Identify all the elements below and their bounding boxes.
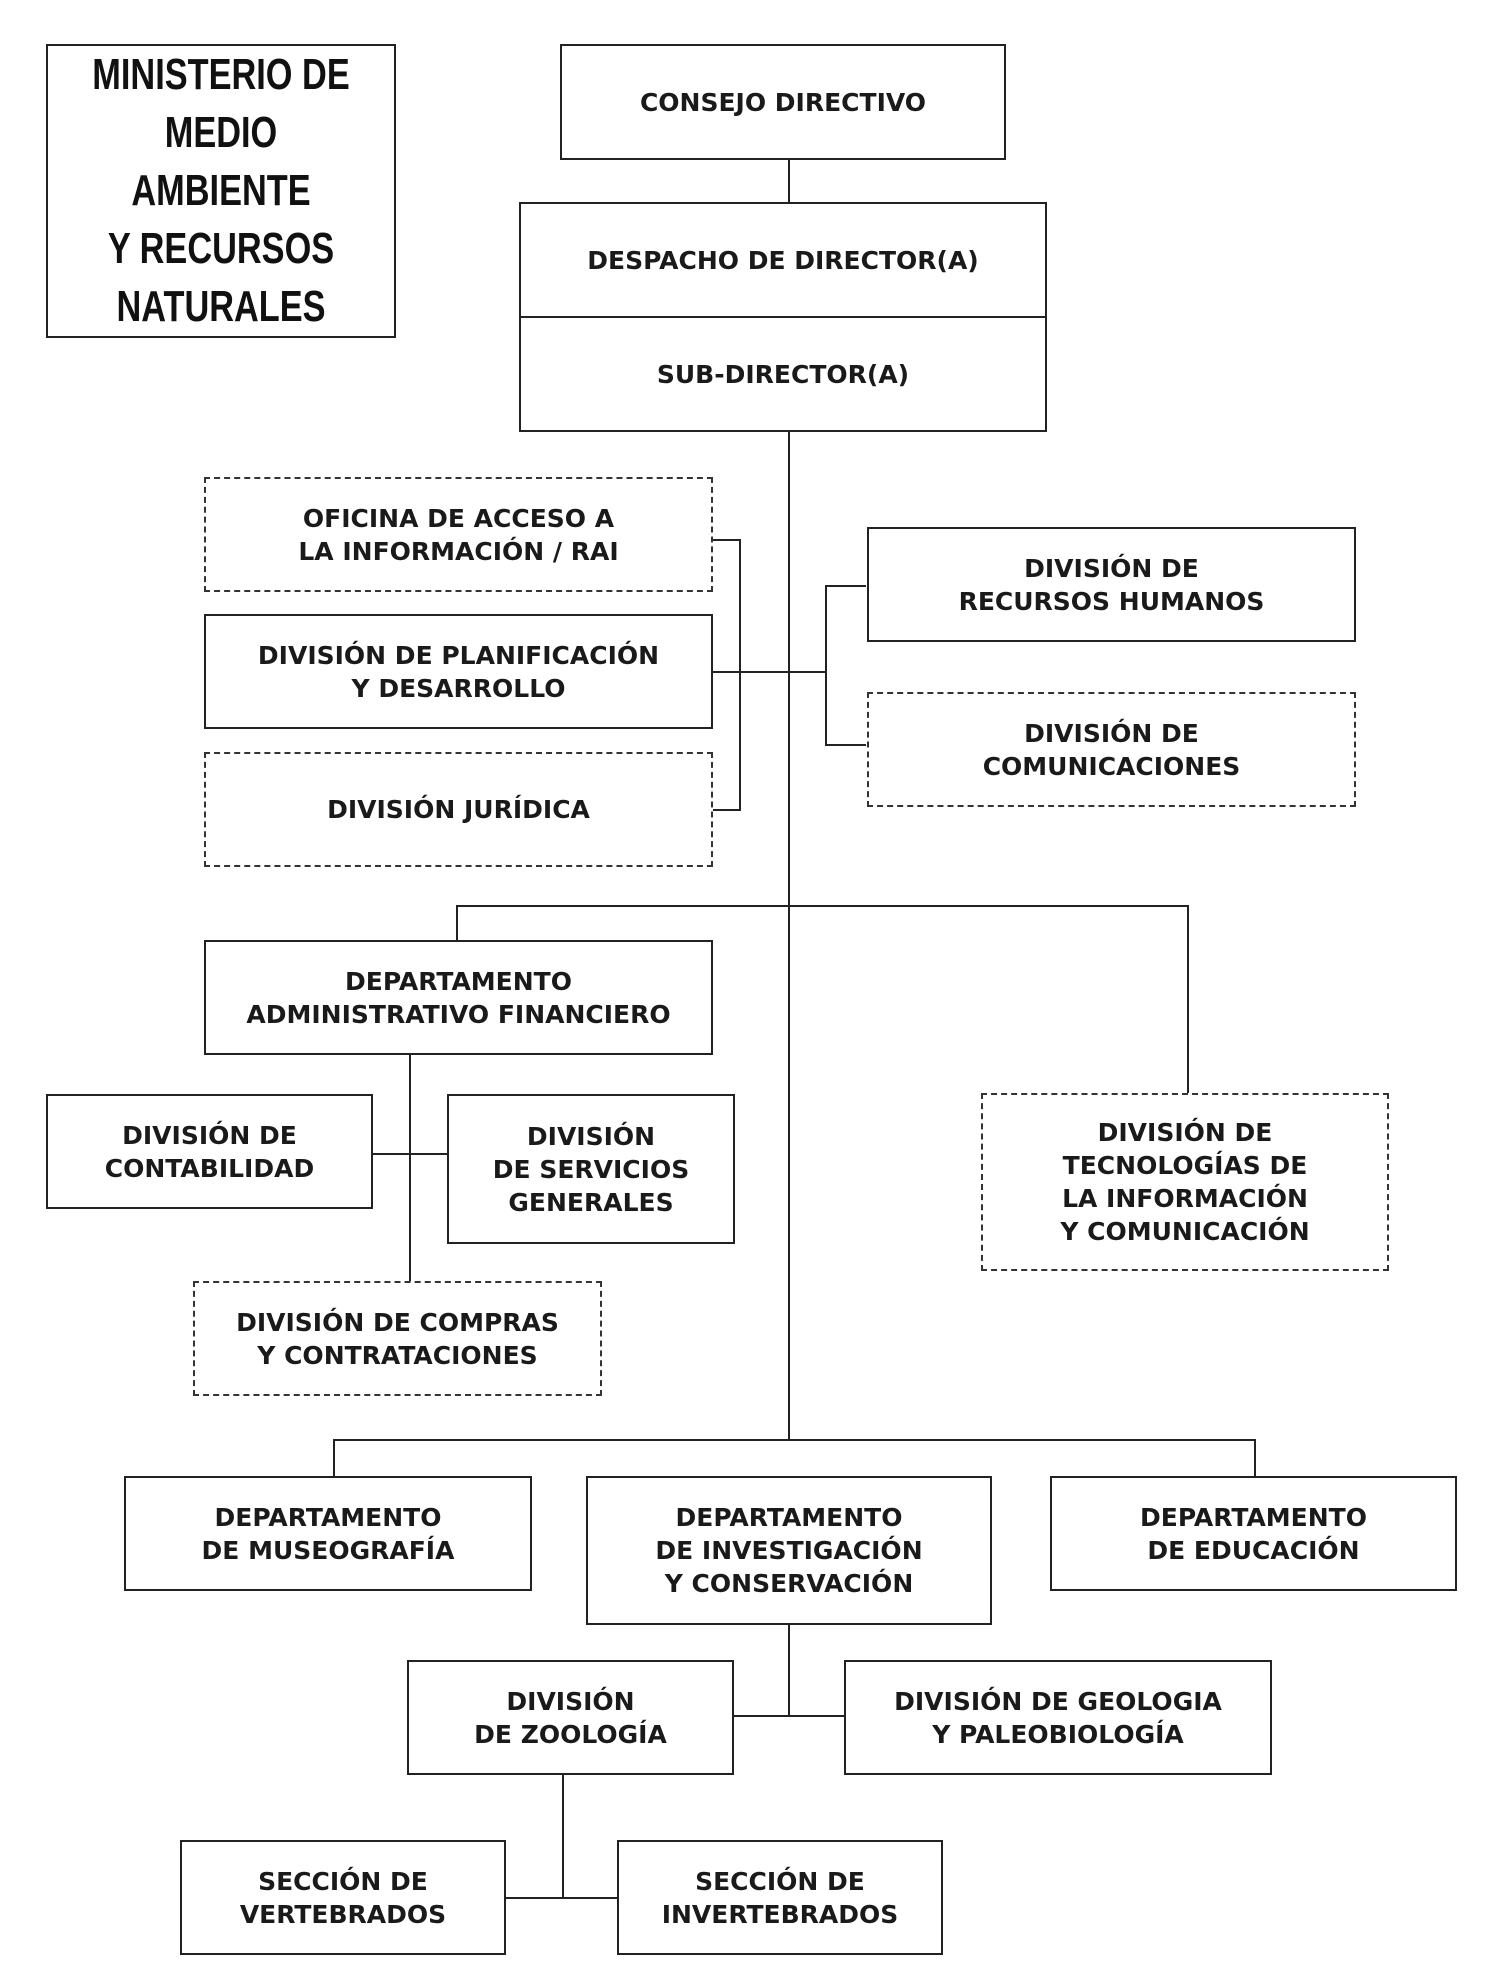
division-planificacion-box: DIVISIÓN DE PLANIFICACIÓN Y DESARROLLO bbox=[204, 614, 713, 729]
division-contabilidad-box: DIVISIÓN DE CONTABILIDAD bbox=[46, 1094, 373, 1209]
consejo-directivo-box: CONSEJO DIRECTIVO bbox=[560, 44, 1006, 160]
ministry-title: MINISTERIO DE MEDIO AMBIENTE Y RECURSOS … bbox=[46, 44, 396, 338]
connector-left-staff-bracket bbox=[712, 539, 741, 811]
division-servicios-generales-box: DIVISIÓN DE SERVICIOS GENERALES bbox=[447, 1094, 735, 1244]
sub-director-box: SUB-DIRECTOR(A) bbox=[519, 316, 1047, 432]
departamento-educacion-box: DEPARTAMENTO DE EDUCACIÓN bbox=[1050, 1476, 1457, 1591]
division-juridica-box: DIVISIÓN JURÍDICA bbox=[204, 752, 713, 867]
seccion-vertebrados-box: SECCIÓN DE VERTEBRADOS bbox=[180, 1840, 506, 1955]
despacho-director-box: DESPACHO DE DIRECTOR(A) bbox=[519, 202, 1047, 318]
connector-admin-tech bbox=[456, 905, 1189, 1093]
division-compras-box: DIVISIÓN DE COMPRAS Y CONTRATACIONES bbox=[193, 1281, 602, 1396]
departamento-administrativo-box: DEPARTAMENTO ADMINISTRATIVO FINANCIERO bbox=[204, 940, 713, 1055]
connector-right-staff-bracket bbox=[825, 585, 866, 746]
ministry-title-text: MINISTERIO DE MEDIO AMBIENTE Y RECURSOS … bbox=[92, 50, 350, 331]
connector-departments-row bbox=[333, 1439, 1256, 1476]
departamento-investigacion-box: DEPARTAMENTO DE INVESTIGACIÓN Y CONSERVA… bbox=[586, 1476, 992, 1625]
division-tecnologias-box: DIVISIÓN DE TECNOLOGÍAS DE LA INFORMACIÓ… bbox=[981, 1093, 1389, 1271]
division-zoologia-box: DIVISIÓN DE ZOOLOGÍA bbox=[407, 1660, 734, 1775]
departamento-museografia-box: DEPARTAMENTO DE MUSEOGRAFÍA bbox=[124, 1476, 532, 1591]
division-geologia-box: DIVISIÓN DE GEOLOGIA Y PALEOBIOLOGÍA bbox=[844, 1660, 1272, 1775]
division-recursos-humanos-box: DIVISIÓN DE RECURSOS HUMANOS bbox=[867, 527, 1356, 642]
division-comunicaciones-box: DIVISIÓN DE COMUNICACIONES bbox=[867, 692, 1356, 807]
oficina-acceso-informacion-box: OFICINA DE ACCESO A LA INFORMACIÓN / RAI bbox=[204, 477, 713, 592]
seccion-invertebrados-box: SECCIÓN DE INVERTEBRADOS bbox=[617, 1840, 943, 1955]
